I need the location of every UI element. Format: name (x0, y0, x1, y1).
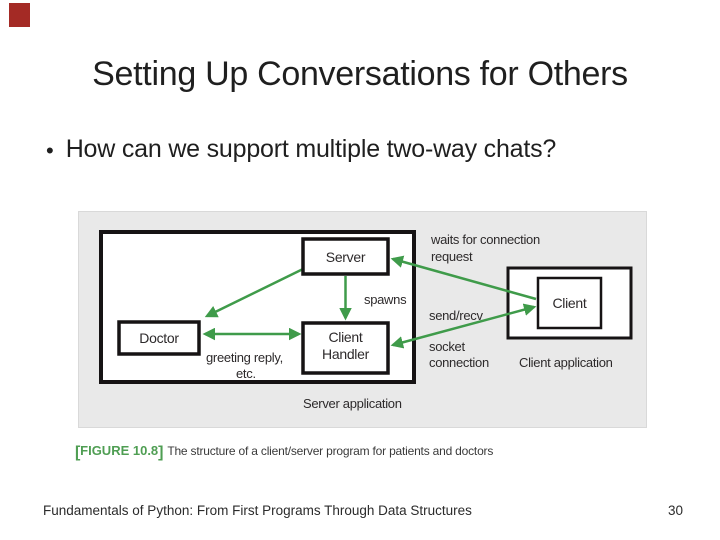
client-box (536, 276, 603, 330)
caption-figure-number: FIGURE 10.8 (80, 443, 159, 458)
socket-label-line1: socket (429, 339, 465, 354)
server-application-label: Server application (303, 396, 402, 411)
client-application-label: Client application (519, 355, 613, 370)
spawns-label: spawns (364, 292, 407, 307)
caption-bracket-open: [ (75, 444, 81, 461)
arrow-client-to-server (390, 255, 537, 301)
caption-text: The structure of a client/server program… (167, 444, 494, 458)
figure-caption: [FIGURE 10.8]The structure of a client/s… (75, 443, 493, 462)
waits-label-line2: request (431, 249, 473, 264)
waits-label-line1: waits for connection (430, 232, 540, 247)
greeting-label-line1: greeting reply, (206, 350, 283, 365)
arrow-handler-client-bidirectional (390, 303, 537, 349)
caption-bracket-close: ] (158, 444, 164, 461)
doctor-box (117, 320, 201, 356)
client-handler-box-label-line1: Client (329, 329, 363, 345)
footer-page-number: 30 (667, 503, 683, 518)
server-box-label: Server (326, 249, 366, 265)
bullet-text: How can we support multiple two-way chat… (65, 135, 557, 163)
figure-panel: Server Doctor Client Handler Client wait… (78, 211, 647, 428)
server-box (301, 237, 390, 276)
client-handler-box (301, 321, 390, 375)
socket-label-line2: connection (429, 355, 489, 370)
doctor-box-label: Doctor (139, 330, 179, 346)
slide-title: Setting Up Conversations for Others (92, 55, 628, 93)
bullet-row: • How can we support multiple two-way cha… (46, 137, 686, 162)
client-box-label: Client (553, 295, 587, 311)
greeting-label-line2: etc. (236, 366, 256, 381)
bullet-marker: • (46, 138, 54, 163)
footer-book-title: Fundamentals of Python: From First Progr… (43, 503, 472, 518)
send-recv-label: send/recv (429, 308, 483, 323)
client-handler-box-label-line2: Handler (322, 346, 370, 362)
arrow-server-to-doctor (204, 267, 304, 318)
client-server-diagram: Server Doctor Client Handler Client wait… (99, 230, 633, 411)
slide-accent-mark (9, 3, 30, 27)
